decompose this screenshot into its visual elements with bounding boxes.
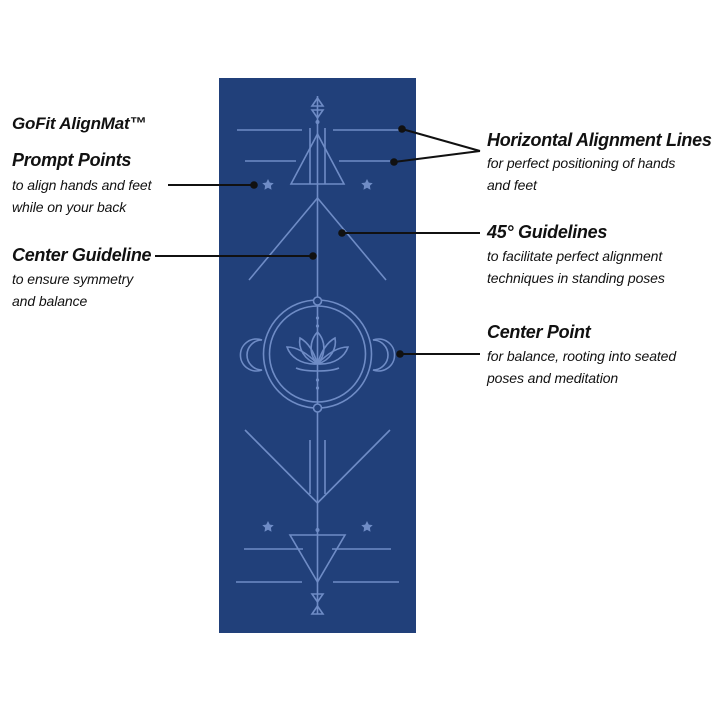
top-arrow-icon — [310, 96, 325, 107]
product-name: GoFit AlignMat™ — [12, 114, 147, 133]
callout-pointers — [155, 128, 481, 355]
lotus-icon — [285, 330, 350, 372]
prompt-point-stars — [262, 179, 373, 532]
diagonal-guideline — [316, 197, 387, 281]
left-moon-icon — [239, 338, 263, 372]
star-icon — [361, 521, 373, 532]
top-small-triangle-icon — [310, 109, 325, 120]
center-point-description: for balance, rooting into seated poses a… — [487, 348, 677, 386]
right-moon-icon — [372, 338, 396, 372]
prompt-points-description: to align hands and feet while on your ba… — [12, 177, 152, 215]
center-point-title: Center Point — [487, 322, 591, 342]
guidelines-45-title: 45° Guidelines — [487, 222, 608, 242]
horizontal-lines-description: for perfect positioning of hands and fee… — [487, 155, 676, 193]
prompt-points-title: Prompt Points — [12, 150, 132, 170]
bottom-small-triangle-icon — [310, 593, 325, 604]
mat-pattern — [236, 96, 399, 615]
guidelines-45-description: to facilitate perfect alignment techniqu… — [487, 248, 665, 286]
star-icon — [262, 179, 274, 190]
center-guideline-description: to ensure symmetry and balance — [12, 271, 134, 309]
center-guideline-title: Center Guideline — [12, 245, 152, 265]
bottom-arrow-icon — [310, 604, 325, 615]
diagonal-guideline — [244, 429, 319, 504]
top-triangle-icon — [289, 132, 346, 185]
horizontal-lines-pointer — [393, 150, 481, 163]
horizontal-lines-title: Horizontal Alignment Lines — [487, 130, 712, 150]
horizontal-lines-pointer — [401, 128, 481, 152]
star-icon — [361, 179, 373, 190]
bottom-triangle-icon — [288, 534, 347, 584]
diagonal-guideline — [316, 429, 391, 504]
diagonal-guideline — [248, 197, 319, 281]
star-icon — [262, 521, 274, 532]
